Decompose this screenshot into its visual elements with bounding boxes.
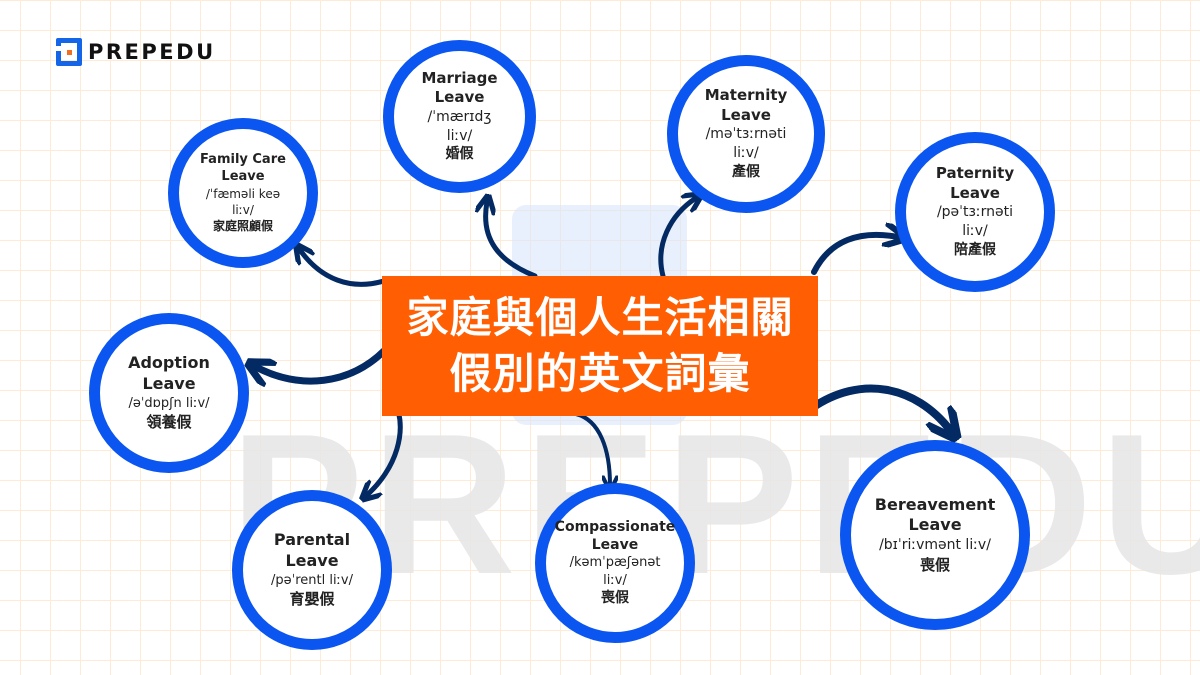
node-zh-term: 產假	[732, 163, 760, 180]
node-en-term: Leave	[221, 168, 265, 184]
node-en-term: Leave	[434, 88, 485, 107]
arrow-to-maternity	[658, 198, 696, 279]
node-ipa: /ˈfæməli keə	[205, 186, 281, 201]
node-ipa: /pəˈtɜːrnəti	[936, 204, 1014, 221]
node-compassionate: Compassionate Leave /kəmˈpæʃənət liːv/ 喪…	[535, 483, 695, 643]
title-box: 家庭與個人生活相關 假別的英文詞彙	[382, 276, 818, 416]
title-line-1: 家庭與個人生活相關	[406, 293, 794, 342]
node-ipa: liːv/	[446, 127, 473, 144]
node-en-term: Adoption	[128, 353, 210, 373]
arrow-to-adoption	[256, 346, 389, 381]
node-zh-term: 喪假	[601, 590, 629, 607]
node-en-term: Paternity	[935, 164, 1015, 183]
node-adoption: Adoption Leave /əˈdɒpʃn liːv/ 領養假	[89, 313, 249, 473]
arrow-to-paternity	[811, 235, 898, 275]
node-en-term: Marriage	[421, 68, 498, 87]
arrow-to-marriage	[486, 202, 538, 279]
node-ipa: /pəˈrentl liːv/	[270, 572, 354, 588]
node-ipa: /əˈdɒpʃn liːv/	[128, 395, 210, 411]
node-en-term: Leave	[908, 515, 962, 535]
node-ipa: /kəmˈpæʃənət	[569, 555, 661, 571]
node-bereavement: Bereavement Leave /bɪˈriːvmənt liːv/ 喪假	[840, 440, 1030, 630]
brand-logo: PREPEDU	[56, 38, 216, 66]
node-parental: Parental Leave /pəˈrentl liːv/ 育嬰假	[232, 490, 392, 650]
node-marriage: Marriage Leave /ˈmærɪdʒ liːv/ 婚假	[383, 40, 536, 193]
arrow-to-family-care	[300, 250, 390, 287]
node-ipa: /bɪˈriːvmənt liːv/	[879, 537, 991, 554]
node-en-term: Compassionate	[554, 518, 676, 535]
node-ipa: /məˈtɜːrnəti	[705, 126, 787, 143]
node-ipa: liːv/	[603, 572, 627, 588]
node-en-term: Maternity	[704, 86, 788, 105]
node-ipa: liːv/	[232, 202, 254, 217]
node-zh-term: 喪假	[919, 556, 950, 575]
brand-name: PREPEDU	[88, 40, 216, 64]
node-zh-term: 陪產假	[954, 241, 996, 258]
node-zh-term: 婚假	[445, 146, 474, 163]
node-en-term: Family Care	[200, 151, 286, 167]
node-en-term: Leave	[950, 183, 1000, 202]
prepedu-logo-icon	[56, 38, 82, 66]
node-en-term: Leave	[285, 551, 339, 571]
node-zh-term: 領養假	[146, 413, 192, 432]
node-zh-term: 育嬰假	[289, 590, 335, 609]
node-ipa: /ˈmærɪdʒ	[427, 108, 492, 125]
node-zh-term: 家庭照顧假	[212, 218, 273, 233]
title-line-2: 假別的英文詞彙	[449, 349, 751, 398]
node-en-term: Bereavement	[874, 494, 996, 514]
arrow-to-compassionate	[574, 412, 610, 485]
arrow-to-bereavement	[808, 384, 950, 430]
node-en-term: Leave	[591, 537, 639, 553]
node-en-term: Parental	[273, 530, 351, 550]
node-ipa: liːv/	[733, 145, 759, 162]
node-en-term: Leave	[721, 105, 771, 124]
node-paternity: Paternity Leave /pəˈtɜːrnəti liːv/ 陪產假	[895, 132, 1055, 292]
node-maternity: Maternity Leave /məˈtɜːrnəti liːv/ 產假	[667, 55, 825, 213]
node-ipa: liːv/	[962, 223, 988, 240]
node-family-care: Family Care Leave /ˈfæməli keə liːv/ 家庭照…	[168, 118, 318, 268]
node-en-term: Leave	[142, 374, 196, 394]
